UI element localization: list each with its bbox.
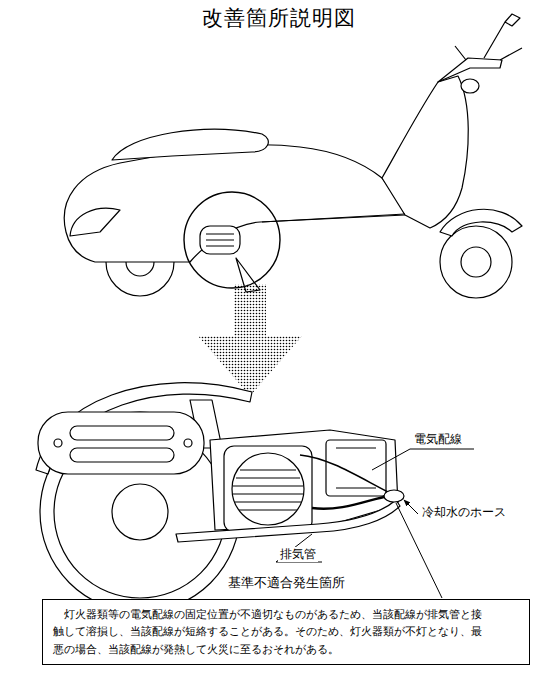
wire-leader [372, 449, 474, 470]
front-hub [461, 247, 491, 277]
diagram-title: 改善箇所説明図 [0, 4, 557, 32]
headlight [461, 79, 479, 93]
seat [112, 129, 268, 160]
front-fender [440, 209, 522, 236]
magnifier-circle [184, 192, 280, 288]
side-vent [200, 226, 240, 254]
note-text: 灯火器類等の電気配線の固定位置が不適切なものがあるため、当該配線が排気管と接 触… [42, 599, 530, 665]
part-label: 冷却水のホース [420, 505, 508, 520]
note-box: 基準不適合発生箇所灯火器類等の電気配線の固定位置が不適切なものがあるため、当該配… [42, 574, 530, 665]
note-heading: 基準不適合発生箇所 [42, 574, 530, 592]
muffler [38, 412, 204, 474]
exhaust-pipe [176, 500, 400, 542]
part-label: 電気配線 [412, 432, 464, 447]
grille-bars [233, 470, 303, 510]
zoom-arrow [198, 284, 302, 396]
muffler-guard-slot [70, 426, 174, 440]
fan-grille [232, 453, 304, 525]
muffler-guard-slot [70, 448, 174, 462]
hub [112, 484, 168, 540]
bolt [184, 439, 192, 447]
air-box [326, 440, 386, 496]
scooter-drawing [64, 14, 522, 298]
mirror [484, 14, 520, 58]
vent-slots [206, 234, 234, 246]
rear-body [64, 145, 405, 262]
fan-cover [224, 446, 312, 532]
closeup-drawing [36, 383, 404, 612]
tail-light [70, 208, 120, 236]
part-label: 排気管 [278, 547, 318, 562]
bolt [54, 439, 62, 447]
floor-line [262, 214, 405, 222]
front-wheel [440, 226, 512, 298]
coolant-hose [312, 496, 388, 509]
electric-wire [300, 455, 392, 494]
handlebar [455, 46, 522, 60]
pipe-leader [276, 534, 322, 562]
front-shield [382, 76, 468, 228]
hose-leader [404, 500, 418, 514]
hose-end [384, 490, 404, 502]
